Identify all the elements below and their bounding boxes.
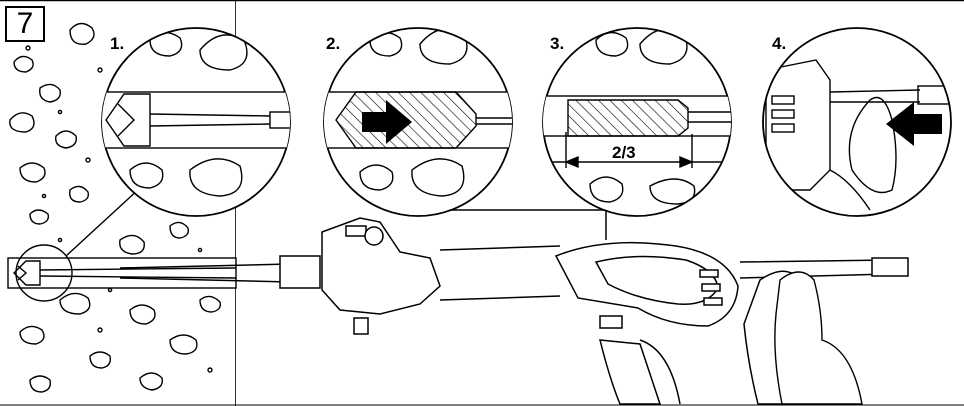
hand	[774, 271, 863, 405]
push-arrow-icon	[362, 100, 412, 144]
step-2-label: 2.	[326, 34, 341, 53]
detail-circle-1	[101, 27, 291, 217]
step-3-label: 3.	[550, 34, 565, 53]
step-1-label: 1.	[110, 34, 125, 53]
fill-fraction-label: 2/3	[612, 143, 636, 162]
detail-circle-4	[762, 27, 952, 217]
drill-hole	[7, 187, 237, 302]
step-4-label: 4.	[772, 34, 787, 53]
concrete-wall	[9, 0, 236, 406]
detail-circle-2	[323, 27, 513, 217]
pull-arrow-icon	[886, 102, 942, 146]
detail-circle-3	[542, 27, 732, 217]
figure-number: 7	[5, 6, 45, 42]
